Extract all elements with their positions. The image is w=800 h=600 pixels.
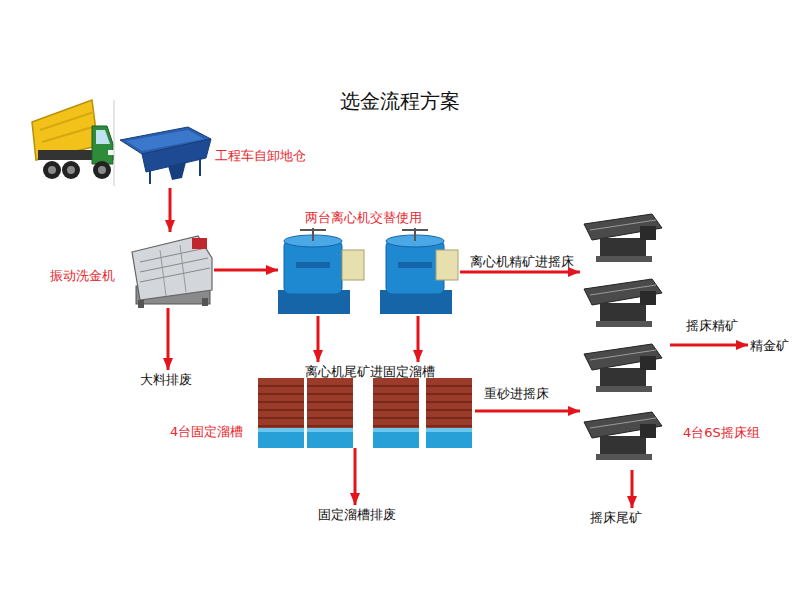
process-node: 两台离心机交替使用 (278, 228, 460, 316)
process-node: 固定溜槽排废 (316, 505, 408, 525)
process-node: 振动洗金机 (130, 232, 214, 308)
edge-label: 离心机精矿进摇床 (470, 254, 574, 270)
process-node: 大料排废 (138, 370, 202, 390)
process-node: 工程车自卸地仓 (30, 100, 212, 188)
flow-arrow (354, 448, 357, 505)
node-label: 4台固定溜槽 (170, 424, 243, 440)
flow-arrow (169, 188, 172, 232)
flow-arrow (631, 470, 634, 508)
process-node: 精金矿 (748, 336, 796, 356)
flow-arrow (317, 316, 320, 362)
node-label: 固定溜槽排废 (318, 507, 396, 523)
node-label: 精金矿 (750, 338, 789, 354)
diagram-title: 选金流程方案 (340, 88, 460, 115)
flow-arrow (417, 316, 420, 362)
node-label: 摇床尾矿 (590, 510, 642, 526)
flow-arrow (475, 410, 580, 413)
process-node: 摇床尾矿 (588, 508, 648, 528)
fixed-chute (426, 378, 472, 448)
dump-truck (32, 100, 114, 179)
vibrating-washer (132, 236, 212, 308)
process-node: 4台固定溜槽 (255, 362, 475, 448)
flow-arrow (670, 344, 748, 347)
shaking-table (584, 344, 662, 392)
edge-label: 离心机尾矿进固定溜槽 (305, 364, 435, 380)
image-edge (114, 100, 115, 186)
node-label: 大料排废 (140, 372, 192, 388)
node-label: 工程车自卸地仓 (215, 148, 306, 164)
node-label: 两台离心机交替使用 (305, 210, 422, 226)
node-label: 4台6S摇床组 (683, 425, 760, 441)
ground-hopper (120, 127, 211, 184)
edge-label: 摇床精矿 (686, 318, 738, 334)
process-node: 4台6S摇床组 (580, 212, 670, 470)
centrifuge (278, 228, 364, 314)
fixed-chute (307, 378, 353, 448)
flow-arrow (460, 271, 580, 274)
edge-label: 重砂进摇床 (484, 386, 549, 402)
shaking-table (584, 279, 662, 327)
flow-arrow (214, 269, 278, 272)
flow-arrow (167, 308, 170, 370)
fixed-chute (373, 378, 419, 448)
fixed-chute (258, 378, 304, 448)
centrifuge (380, 228, 458, 314)
node-label: 振动洗金机 (50, 268, 115, 284)
shaking-table (584, 412, 662, 460)
title-area: 选金流程方案 (0, 88, 800, 115)
shaking-table (584, 214, 662, 262)
